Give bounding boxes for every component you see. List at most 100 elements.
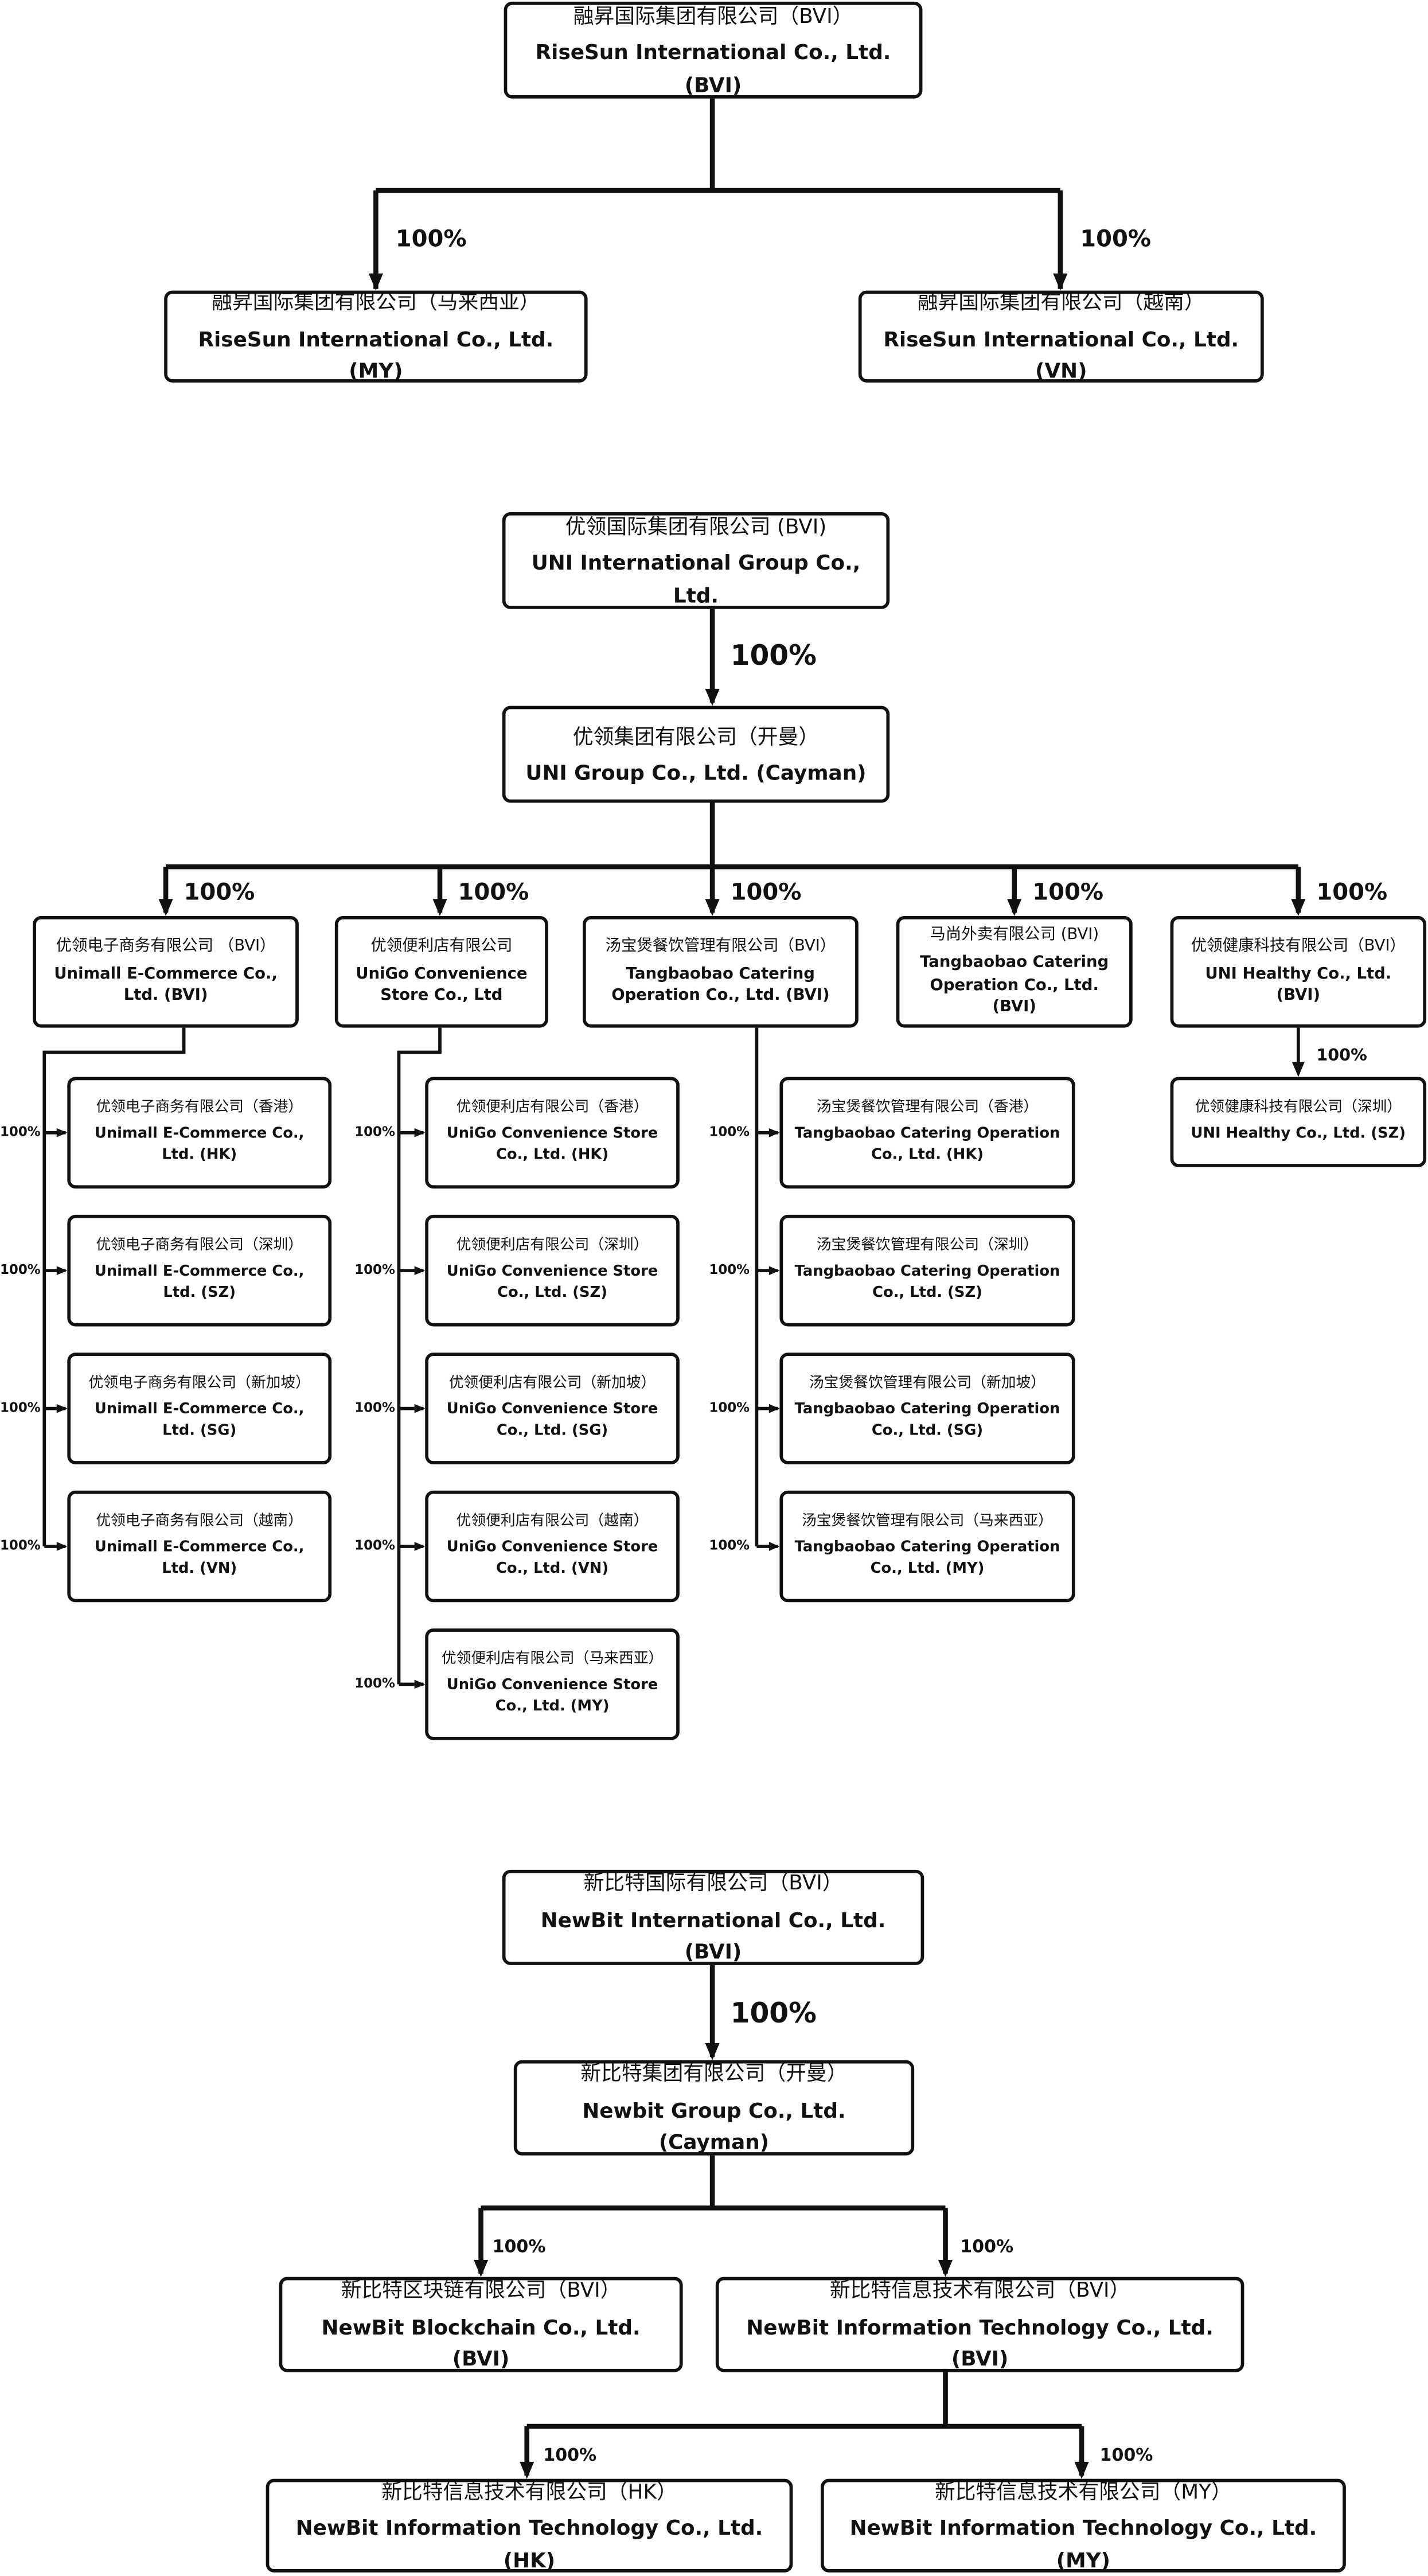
arrowhead-right-icon (56, 1266, 68, 1276)
uni-group-cayman-box: 优领集团有限公司（开曼）UNI Group Co., Ltd. (Cayman) (502, 706, 890, 803)
company-name-cn: 优领便利店有限公司（新加坡） (448, 1375, 656, 1392)
ownership-percentage: 100% (0, 1538, 41, 1553)
company-name-cn: 优领便利店有限公司（马来西亚） (441, 1651, 664, 1668)
company-name-cn: 新比特信息技术有限公司（BVI） (829, 2277, 1130, 2302)
company-name-en: Unimall E-Commerce Co., Ltd. (SG) (94, 1402, 305, 1440)
newbit-group-cayman-box: 新比特集团有限公司（开曼）Newbit Group Co., Ltd. (Cay… (513, 2060, 915, 2156)
company-name-cn: 新比特信息技术有限公司（HK） (381, 2478, 677, 2504)
uni-healthy-sz-box: 优领健康科技有限公司（深圳） UNI Healthy Co., Ltd. (SZ) (1170, 1077, 1427, 1167)
arrowhead-down-icon (1053, 273, 1068, 291)
company-name-en: NewBit Information Technology Co., Ltd. … (295, 2515, 763, 2572)
arrowhead-down-icon (938, 2259, 953, 2277)
ownership-percentage: 100% (960, 2237, 1014, 2257)
company-name-en: NewBit Information Technology Co., Ltd. … (849, 2515, 1317, 2572)
arrowhead-down-icon (1007, 899, 1022, 916)
company-name-en: UniGo Convenience Store Co., Ltd. (SG) (446, 1402, 658, 1440)
uni-healthy-bvi-box: 优领健康科技有限公司（BVI） UNI Healthy Co., Ltd. (BV… (1170, 915, 1427, 1028)
company-name-en: UniGo Convenience Store Co., Ltd. (HK) (446, 1126, 658, 1164)
connector-line (397, 1027, 442, 1685)
unimall-sub-box: 优领电子商务有限公司（越南）Unimall E-Commerce Co., Lt… (67, 1490, 332, 1603)
company-name-cn: 汤宝煲餐饮管理有限公司（BVI） (605, 937, 836, 955)
company-name-en: Tangbaobao Catering Operation Co., Ltd. … (794, 1126, 1060, 1164)
company-name-en: UniGo Convenience Store Co., Ltd. (SZ) (446, 1264, 658, 1302)
company-name-cn: 优领电子商务有限公司 （BVI） (56, 937, 276, 955)
arrowhead-right-icon (414, 1542, 426, 1551)
company-name-cn: 新比特信息技术有限公司（MY） (934, 2478, 1232, 2504)
ownership-percentage: 100% (709, 1538, 750, 1553)
arrowhead-right-icon (414, 1404, 426, 1413)
company-name-cn: 汤宝煲餐饮管理有限公司（香港） (816, 1100, 1039, 1116)
ownership-percentage: 100% (458, 879, 529, 906)
company-name-cn: 融昇国际集团有限公司（越南） (917, 289, 1205, 314)
tangbaobao-sub-box: 汤宝煲餐饮管理有限公司（马来西亚） Tangbaobao Catering Ope… (779, 1490, 1075, 1603)
arrowhead-right-icon (414, 1266, 426, 1276)
tangbaobao-sub-box: 汤宝煲餐饮管理有限公司（香港） Tangbaobao Catering Opera… (779, 1077, 1075, 1189)
company-name-cn: 优领健康科技有限公司（BVI） (1191, 937, 1406, 955)
ownership-percentage: 100% (709, 1400, 750, 1416)
company-name-en: UniGo Convenience Store Co., Ltd. (MY) (446, 1677, 658, 1716)
ownership-percentage: 100% (730, 879, 802, 906)
arrowhead-right-icon (56, 1128, 68, 1137)
company-name-cn: 优领健康科技有限公司（深圳） (1195, 1100, 1402, 1117)
company-name-en: Tangbaobao Catering Operation Co., Ltd. … (794, 1540, 1060, 1578)
arrowhead-down-icon (1074, 2461, 1089, 2479)
newbit-infotech-my-box: 新比特信息技术有限公司（MY） NewBit Information Techno… (821, 2478, 1346, 2573)
company-name-cn: 马尚外卖有限公司 (BVI) (930, 925, 1099, 944)
company-name-en: Tangbaobao Catering Operation Co., Ltd. … (794, 1264, 1060, 1302)
ownership-percentage: 100% (492, 2237, 546, 2257)
risesun-my-box: 融昇国际集团有限公司（马来西亚）RiseSun International Co… (164, 290, 588, 383)
arrowhead-right-icon (414, 1128, 426, 1137)
arrowhead-right-icon (768, 1404, 780, 1413)
company-name-cn: 汤宝煲餐饮管理有限公司（马来西亚） (802, 1513, 1053, 1530)
mashang-bvi-box: 马尚外卖有限公司 (BVI) Tangbaobao Catering Operat… (896, 915, 1133, 1028)
company-name-cn: 优领电子商务有限公司（香港） (96, 1100, 303, 1116)
company-name-en: Unimall E-Commerce Co., Ltd. (BVI) (54, 964, 278, 1006)
company-name-cn: 新比特集团有限公司（开曼） (580, 2061, 848, 2086)
arrowhead-right-icon (768, 1266, 780, 1276)
company-name-cn: 新比特区块链有限公司（BVI） (341, 2277, 621, 2302)
company-name-en: UNI Healthy Co., Ltd. (SZ) (1191, 1126, 1406, 1143)
arrowhead-right-icon (768, 1128, 780, 1137)
newbit-infotech-hk-box: 新比特信息技术有限公司（HK） NewBit Information Techno… (266, 2478, 793, 2573)
ownership-percentage: 100% (730, 1997, 817, 2031)
ownership-percentage: 100% (1032, 879, 1104, 906)
arrowhead-down-icon (520, 2461, 534, 2479)
ownership-percentage: 100% (354, 1676, 395, 1692)
arrowhead-right-icon (56, 1542, 68, 1551)
unimall-sub-box: 优领电子商务有限公司（香港） Unimall E-Commerce Co., Lt… (67, 1077, 332, 1189)
company-name-en: NewBit International Co., Ltd. (BVI) (540, 1907, 886, 1964)
tangbaobao-sub-box: 汤宝煲餐饮管理有限公司（深圳） Tangbaobao Catering Opera… (779, 1214, 1075, 1327)
ownership-percentage: 100% (0, 1262, 41, 1278)
company-name-en: UniGo Convenience Store Co., Ltd. (VN) (446, 1540, 658, 1578)
company-name-en: UNI Healthy Co., Ltd. (BVI) (1205, 964, 1392, 1006)
company-name-en: Unimall E-Commerce Co., Ltd. (HK) (94, 1126, 305, 1164)
arrowhead-down-icon (473, 2259, 489, 2277)
company-name-cn: 优领便利店有限公司（香港） (456, 1100, 649, 1116)
company-name-cn: 优领便利店有限公司（深圳） (456, 1237, 649, 1254)
company-name-en: UNI International Group Co., Ltd. (531, 550, 861, 607)
company-name-cn: 优领电子商务有限公司（深圳） (96, 1237, 303, 1254)
ownership-percentage: 100% (395, 225, 467, 252)
company-name-cn: 优领集团有限公司（开曼） (572, 723, 820, 748)
ownership-percentage: 100% (354, 1262, 395, 1278)
company-name-cn: 汤宝煲餐饮管理有限公司（深圳） (816, 1237, 1039, 1254)
risesun-parent-box: 融昇国际集团有限公司（BVI） RiseSun International Co.… (504, 1, 923, 99)
company-name-en: UniGo Convenience Store Co., Ltd (356, 964, 528, 1006)
arrowhead-down-icon (1292, 1062, 1305, 1077)
newbit-blockchain-box: 新比特区块链有限公司（BVI）NewBit Blockchain Co., Lt… (279, 2277, 683, 2372)
tangbaobao-bvi-box: 汤宝煲餐饮管理有限公司（BVI）Tangbaobao Catering Oper… (583, 915, 859, 1028)
arrowhead-down-icon (368, 273, 383, 291)
company-name-en: Tangbaobao Catering Operation Co., Ltd. … (920, 953, 1109, 1017)
unimall-sub-box: 优领电子商务有限公司（新加坡）Unimall E-Commerce Co., L… (67, 1353, 332, 1464)
company-name-en: NewBit Information Technology Co., Ltd. … (746, 2314, 1214, 2371)
connector-line (42, 1027, 186, 1547)
company-name-cn: 融昇国际集团有限公司（BVI） (573, 3, 853, 28)
company-name-en: RiseSun International Co., Ltd. (BVI) (535, 40, 891, 96)
company-name-en: Unimall E-Commerce Co., Ltd. (VN) (94, 1540, 305, 1578)
newbit-infotech-bvi-box: 新比特信息技术有限公司（BVI） NewBit Information Techn… (715, 2277, 1244, 2372)
arrowhead-right-icon (768, 1542, 780, 1551)
company-name-cn: 汤宝煲餐饮管理有限公司（新加坡） (809, 1375, 1046, 1392)
